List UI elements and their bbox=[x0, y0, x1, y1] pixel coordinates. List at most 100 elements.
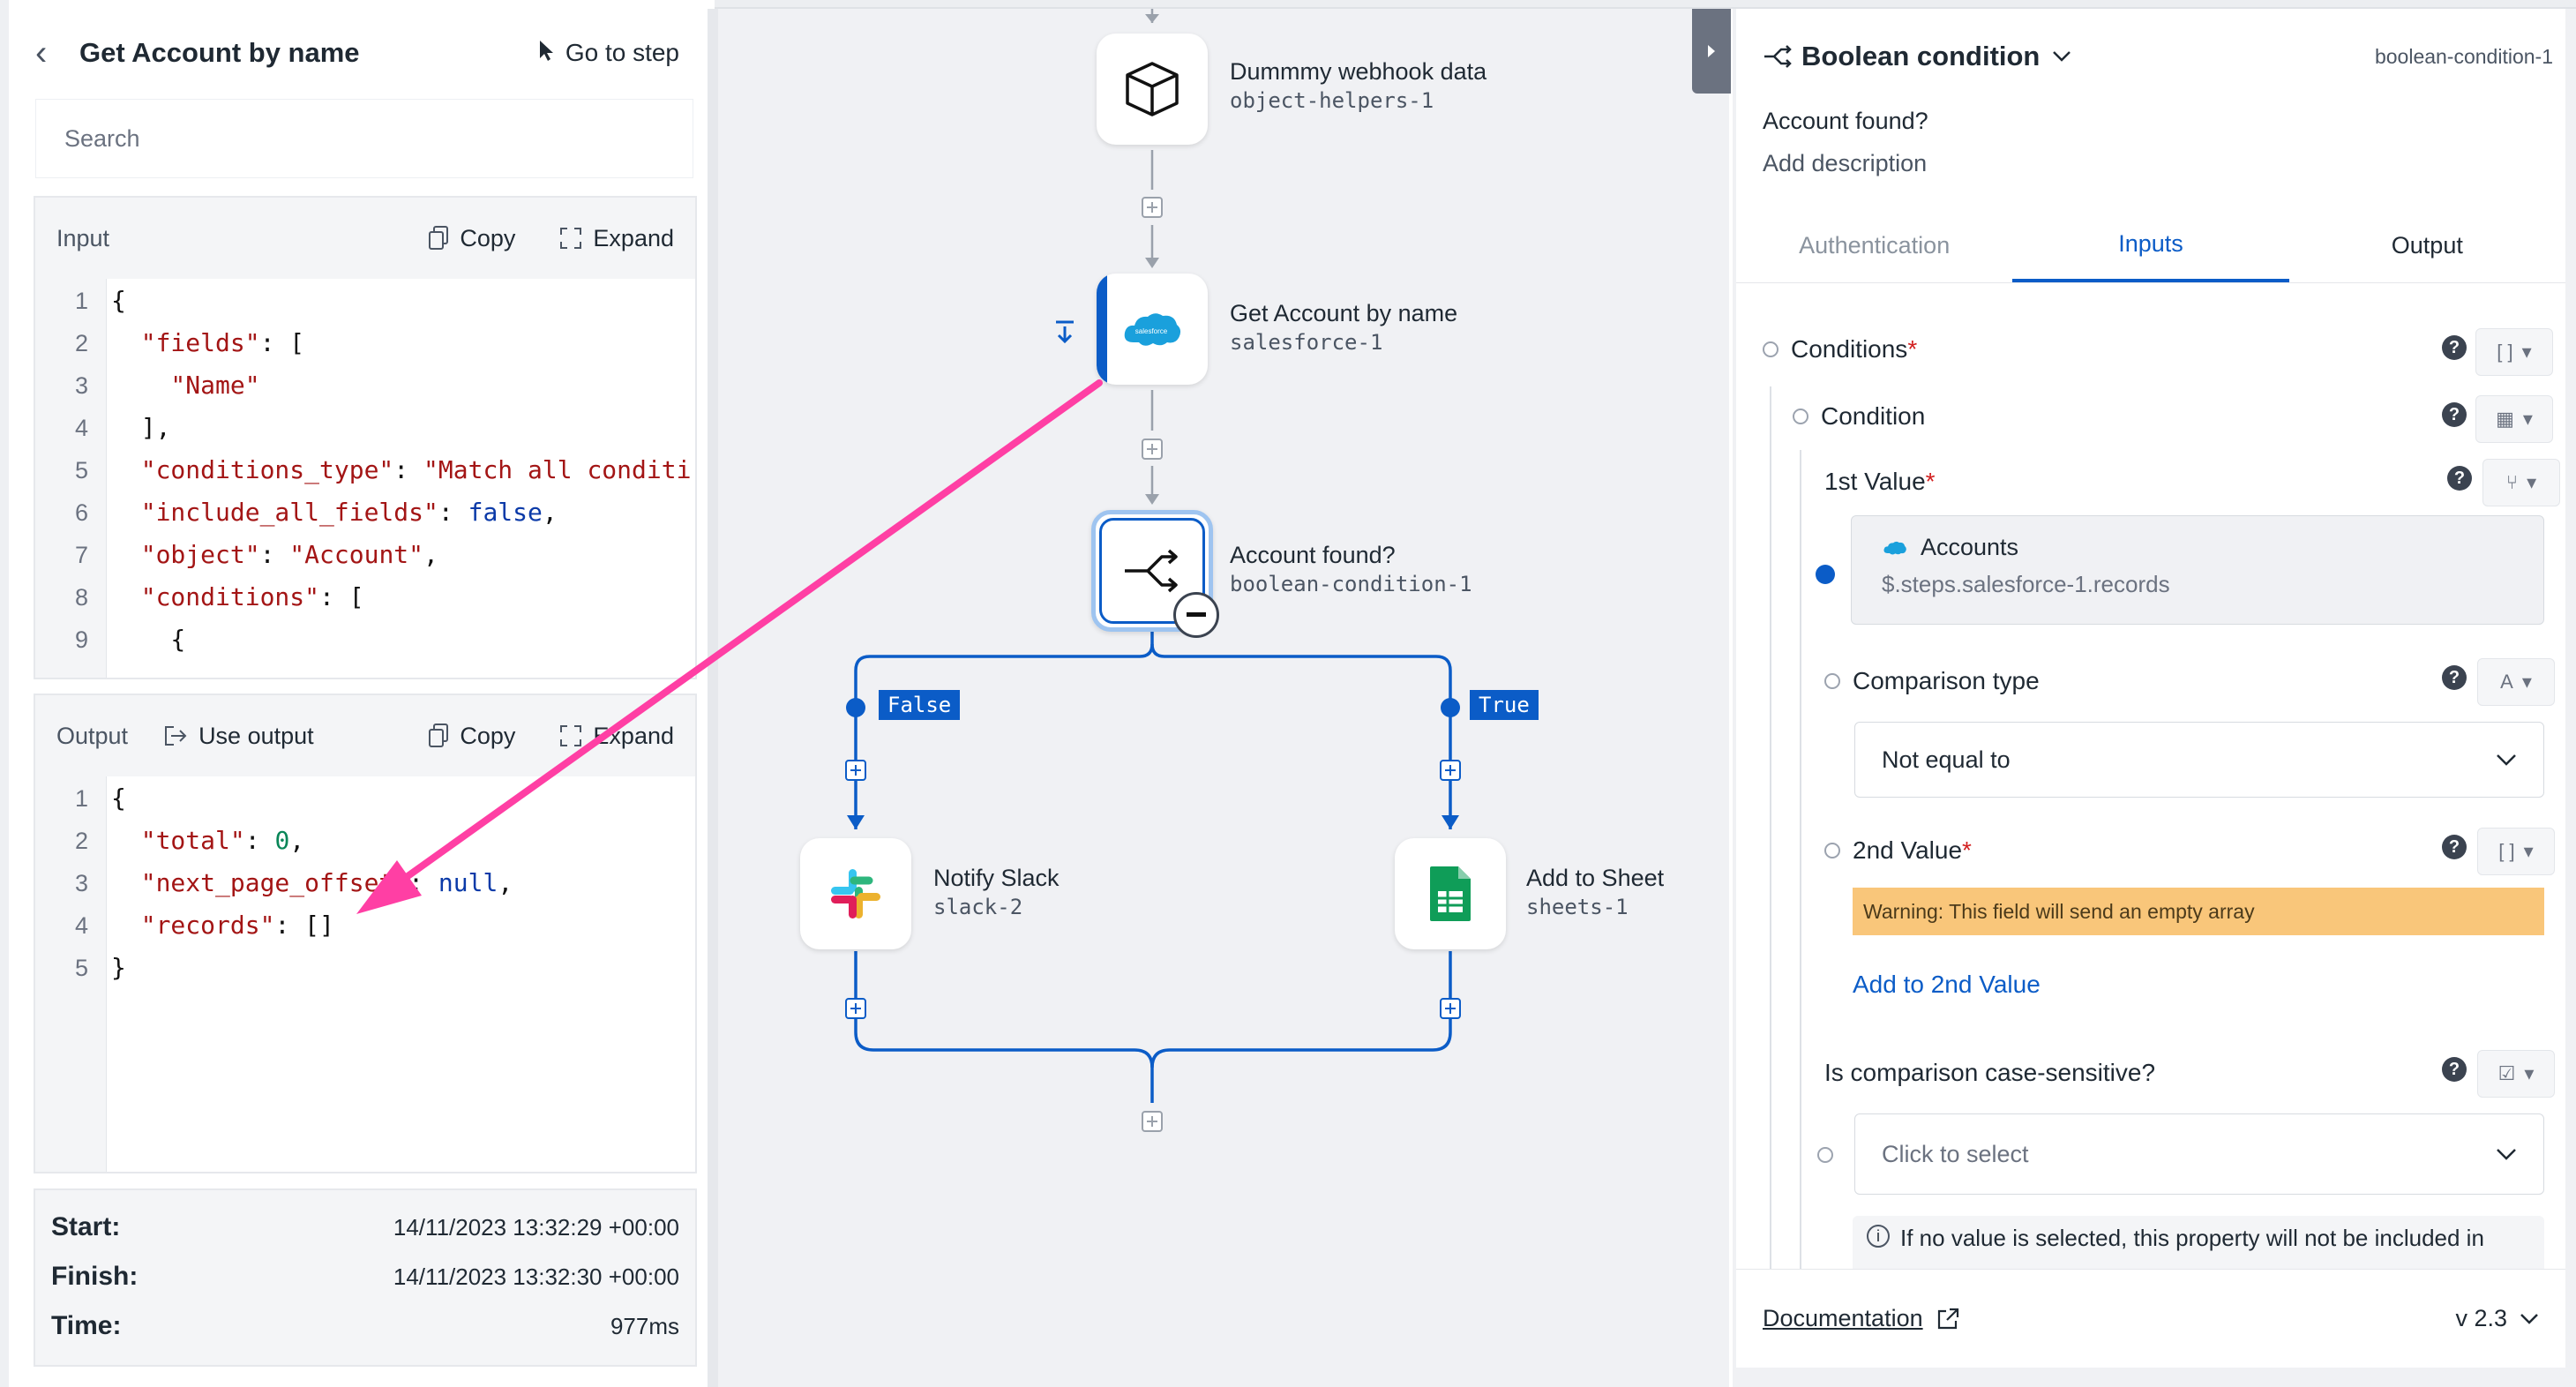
code-line: "Name" bbox=[111, 371, 260, 400]
go-to-step-label: Go to step bbox=[565, 39, 679, 66]
tab-output[interactable]: Output bbox=[2391, 231, 2463, 259]
help-icon[interactable]: ? bbox=[2442, 835, 2467, 859]
input-type-button[interactable]: A▾ bbox=[2477, 658, 2555, 706]
input-code-editor[interactable]: 1 2 3 4 5 6 7 8 9 { "fields": [ "Name" ]… bbox=[35, 279, 695, 678]
copy-output-button[interactable]: Copy bbox=[428, 723, 515, 750]
line-gutter bbox=[35, 279, 107, 678]
flow-canvas[interactable]: Dummmy webhook data object-helpers-1 sal… bbox=[718, 9, 1729, 1387]
chevron-down-icon[interactable] bbox=[2052, 50, 2071, 63]
node-boolean-condition[interactable] bbox=[1091, 510, 1219, 638]
step-name[interactable]: Account found? bbox=[1763, 108, 1928, 134]
line-number: 6 bbox=[74, 499, 88, 526]
salesforce-logo: salesforce bbox=[1124, 313, 1181, 346]
chevron-down-icon bbox=[2497, 1149, 2516, 1160]
tab-inputs[interactable]: Inputs bbox=[2012, 208, 2289, 282]
input-type-button[interactable]: ▦▾ bbox=[2475, 395, 2553, 443]
copy-icon bbox=[429, 226, 449, 250]
node-slack[interactable] bbox=[800, 838, 911, 949]
time-label: Time: bbox=[51, 1311, 122, 1340]
input-header: Input Copy Expand bbox=[35, 198, 695, 279]
add-second-value-link[interactable]: Add to 2nd Value bbox=[1853, 971, 2041, 998]
slack-logo bbox=[831, 869, 880, 918]
output-section: Output Use output Copy Expand 1 2 3 bbox=[34, 694, 697, 1173]
left-edge bbox=[0, 0, 9, 1387]
config-header: Boolean condition boolean-condition-1 bbox=[1763, 30, 2553, 83]
input-type-button[interactable]: ☑▾ bbox=[2477, 1050, 2555, 1098]
component-title[interactable]: Boolean condition bbox=[1801, 41, 2041, 71]
use-output-label: Use output bbox=[198, 722, 314, 749]
case-sensitive-label: Is comparison case-sensitive? bbox=[1824, 1059, 2156, 1086]
line-number: 7 bbox=[74, 542, 88, 568]
case-sensitive-select[interactable]: Click to select bbox=[1854, 1113, 2544, 1195]
component-id: boolean-condition-1 bbox=[2374, 44, 2553, 68]
code-line: ], bbox=[111, 413, 171, 442]
expand-label: Expand bbox=[593, 722, 674, 749]
svg-text:salesforce: salesforce bbox=[1135, 327, 1168, 335]
input-type-button[interactable]: [ ] ▾ bbox=[2477, 828, 2555, 875]
add-description[interactable]: Add description bbox=[1763, 150, 1928, 176]
help-icon[interactable]: ? bbox=[2447, 466, 2472, 491]
top-border bbox=[0, 0, 2576, 9]
line-number: 3 bbox=[74, 870, 88, 896]
breakpoint-icon[interactable] bbox=[1053, 319, 1076, 349]
panel-header: ‹ Get Account by name Go to step bbox=[35, 26, 679, 79]
collapse-panel-button[interactable] bbox=[1692, 9, 1731, 94]
chevron-down-icon: ▾ bbox=[2523, 840, 2534, 862]
line-gutter bbox=[35, 776, 107, 1172]
line-number: 4 bbox=[74, 415, 88, 441]
radio-icon[interactable] bbox=[1763, 341, 1778, 357]
expand-input-button[interactable]: Expand bbox=[559, 225, 674, 252]
back-chevron-icon[interactable]: ‹ bbox=[35, 33, 48, 72]
info-note: i If no value is selected, this property… bbox=[1853, 1216, 2544, 1269]
code-line: "conditions": [ bbox=[111, 582, 364, 611]
step-config-panel: Boolean condition boolean-condition-1 Ac… bbox=[1733, 9, 2576, 1387]
radio-icon[interactable] bbox=[1824, 843, 1840, 858]
output-code-editor[interactable]: 1 2 3 4 5 { "total": 0, "next_page_offse… bbox=[35, 776, 695, 1172]
help-icon[interactable]: ? bbox=[2442, 1057, 2467, 1082]
line-number: 2 bbox=[74, 330, 88, 356]
branch-icon bbox=[1764, 45, 1792, 68]
search-input[interactable]: Search bbox=[35, 99, 693, 178]
version-selector[interactable]: v 2.3 bbox=[2455, 1305, 2539, 1332]
panel-divider[interactable] bbox=[708, 9, 718, 1387]
comparison-type-select[interactable]: Not equal to bbox=[1854, 722, 2544, 798]
node-webhook[interactable] bbox=[1097, 34, 1208, 145]
use-output-button[interactable]: Use output bbox=[163, 723, 314, 750]
sheets-logo bbox=[1430, 866, 1471, 921]
array-icon: [ ] bbox=[2498, 840, 2515, 862]
input-section: Input Copy Expand 1 2 3 4 5 6 7 8 bbox=[34, 196, 697, 679]
line-number: 5 bbox=[74, 457, 88, 484]
node-salesforce[interactable]: salesforce bbox=[1097, 274, 1208, 385]
tab-authentication[interactable]: Authentication bbox=[1799, 231, 1951, 259]
first-value-dot bbox=[1816, 565, 1835, 584]
tree-line bbox=[1770, 386, 1771, 1269]
first-value-reference[interactable]: Accounts $.steps.salesforce-1.records bbox=[1851, 515, 2544, 625]
empty-array-warning: Warning: This field will send an empty a… bbox=[1853, 888, 2544, 935]
expand-output-button[interactable]: Expand bbox=[559, 723, 674, 750]
input-type-button[interactable]: ⑂▾ bbox=[2482, 459, 2560, 506]
info-icon: i bbox=[1867, 1225, 1890, 1248]
chevron-down-icon bbox=[2520, 1313, 2538, 1324]
code-line: { bbox=[111, 783, 126, 813]
node-sheets[interactable] bbox=[1395, 838, 1506, 949]
line-number: 3 bbox=[74, 372, 88, 399]
first-value-label: 1st Value* bbox=[1824, 468, 1936, 495]
radio-icon[interactable] bbox=[1824, 673, 1840, 689]
go-to-step-button[interactable]: Go to step bbox=[537, 39, 679, 68]
code-line: "records": [] bbox=[111, 911, 334, 940]
code-line: "fields": [ bbox=[111, 328, 305, 357]
copy-input-button[interactable]: Copy bbox=[428, 225, 515, 252]
radio-icon[interactable] bbox=[1793, 409, 1808, 424]
timing-section: Start: 14/11/2023 13:32:29 +00:00 Finish… bbox=[34, 1188, 697, 1367]
help-icon[interactable]: ? bbox=[2442, 402, 2467, 427]
minus-icon bbox=[1187, 612, 1206, 617]
collapse-branch-button[interactable] bbox=[1173, 592, 1219, 638]
chevron-right-icon bbox=[1708, 45, 1715, 57]
help-icon[interactable]: ? bbox=[2442, 665, 2467, 690]
documentation-link[interactable]: Documentation bbox=[1763, 1305, 1960, 1332]
input-type-button[interactable]: [ ]▾ bbox=[2475, 328, 2553, 376]
node-subtitle: sheets-1 bbox=[1526, 895, 1629, 919]
radio-icon[interactable] bbox=[1817, 1147, 1833, 1163]
help-icon[interactable]: ? bbox=[2442, 335, 2467, 360]
output-header: Output Use output Copy Expand bbox=[35, 695, 695, 776]
